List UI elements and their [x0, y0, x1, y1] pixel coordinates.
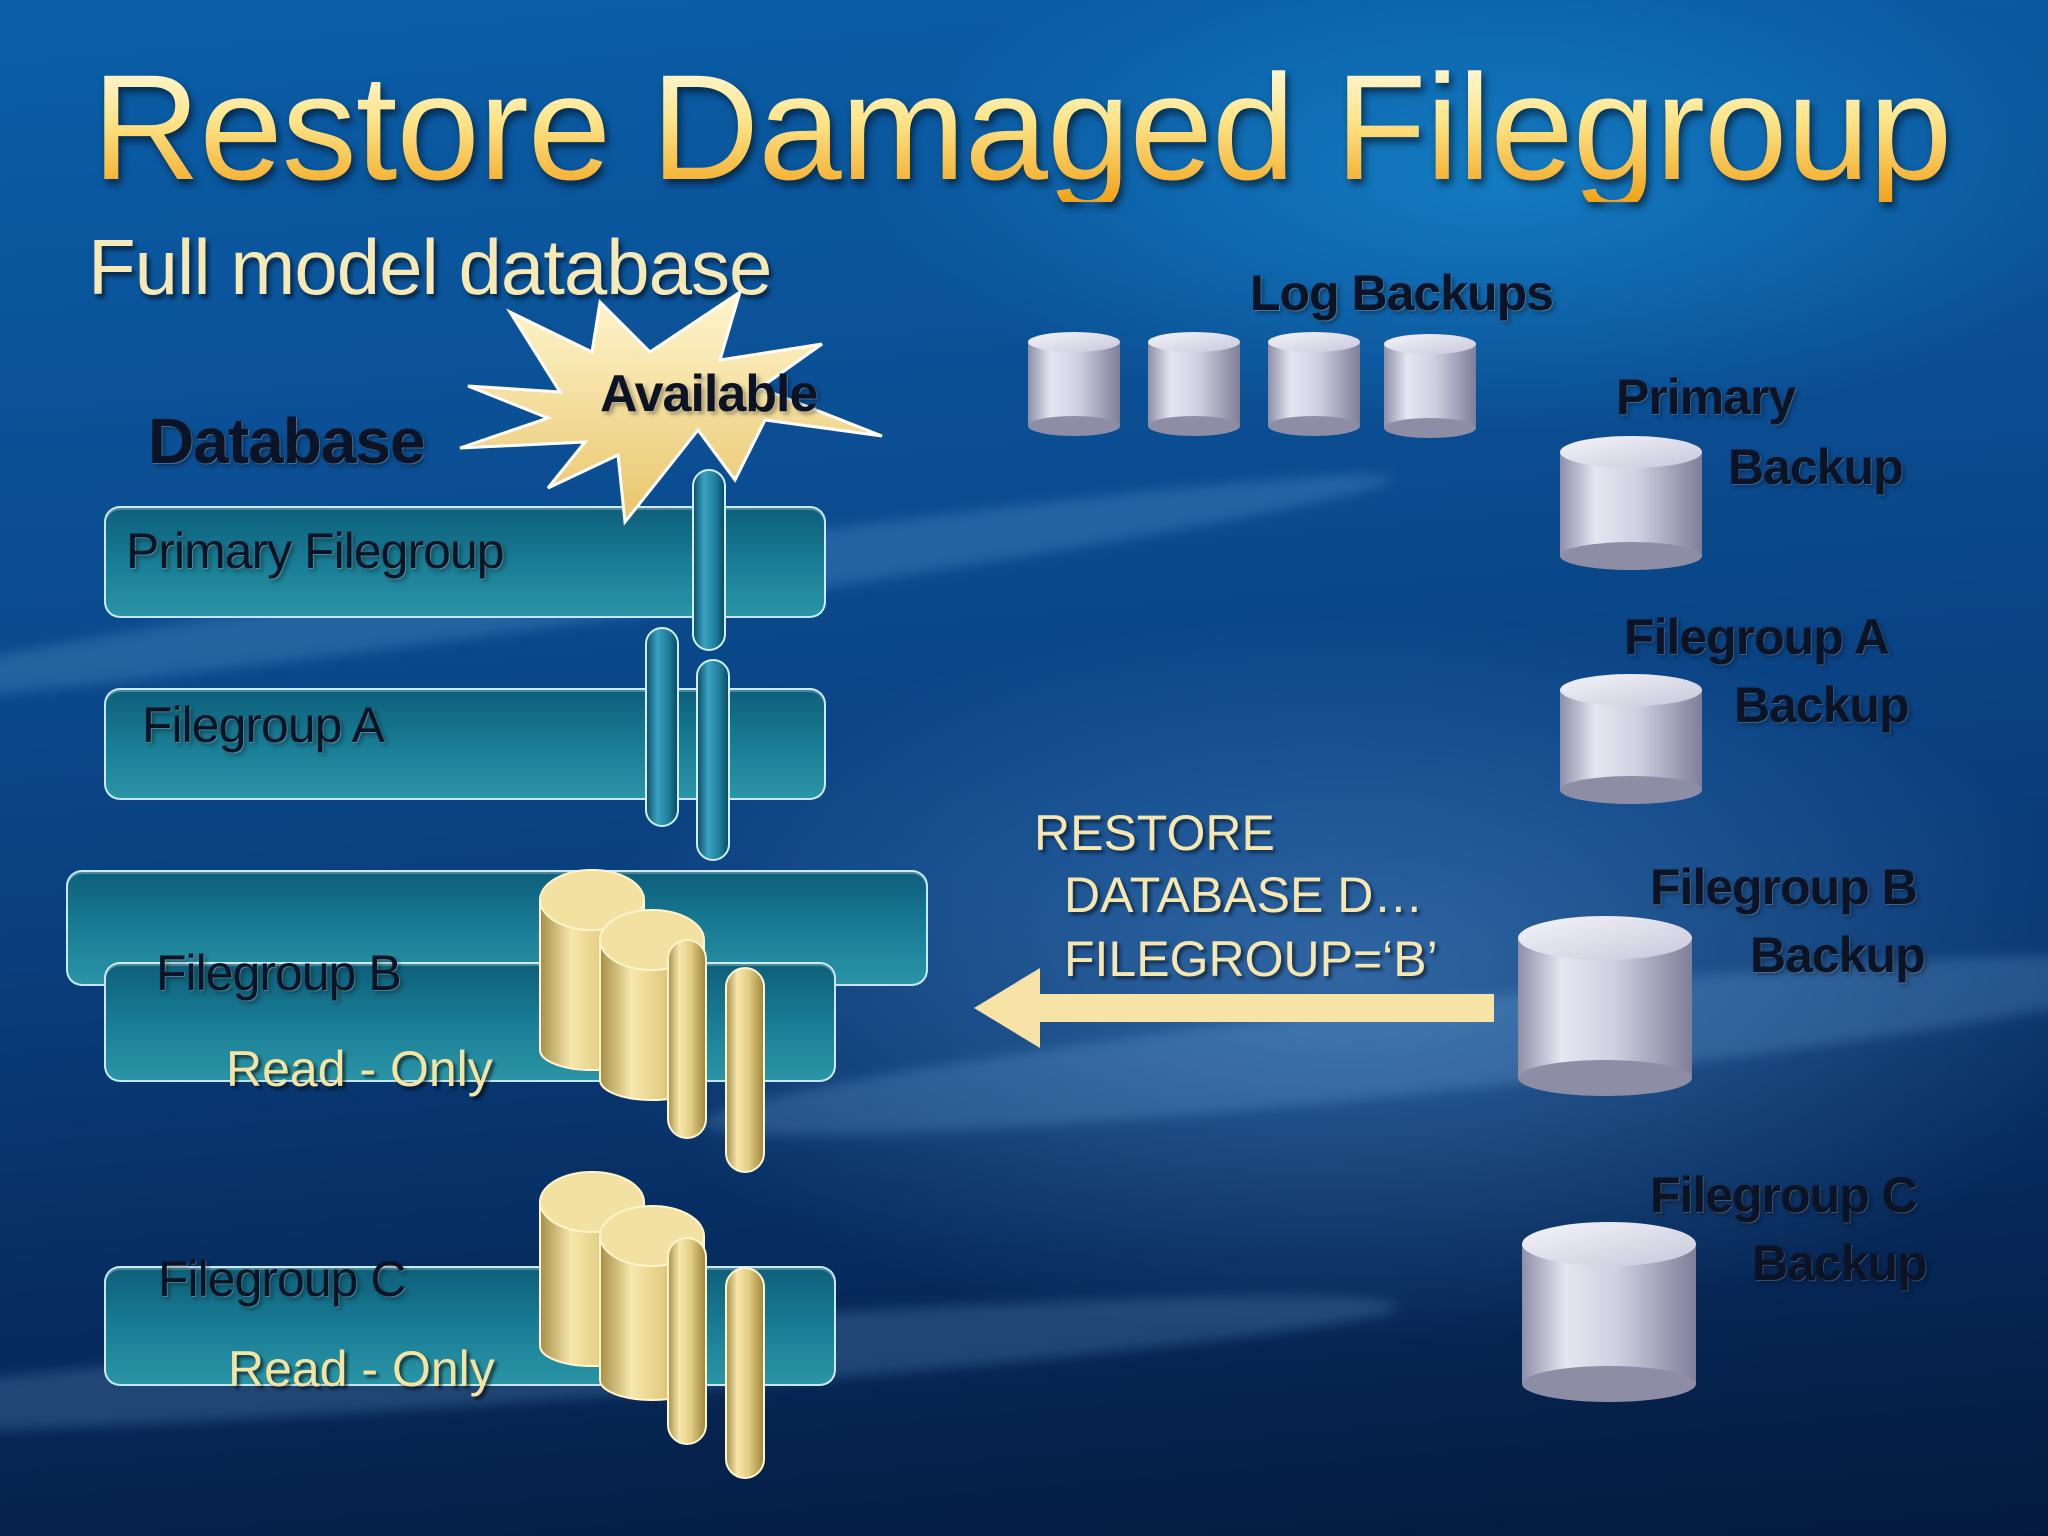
filegroup-c-backup-cylinder: [1522, 1222, 1696, 1402]
filegroup-a-label: Filegroup A: [142, 697, 385, 753]
filegroup-c-backup-label-line1: Filegroup C: [1650, 1167, 1918, 1223]
restore-command-line2: DATABASE D…: [1064, 867, 1424, 923]
restore-command-line1: RESTORE: [1034, 805, 1275, 861]
filegroup-b-backup-label-line1: Filegroup B: [1650, 859, 1918, 915]
slide-title: Restore Damaged Filegroup: [92, 43, 1952, 211]
restore-command-line3: FILEGROUP=‘B’: [1064, 931, 1438, 987]
filegroup-c-read-only-label: Read - Only: [228, 1341, 495, 1397]
restore-arrow: [974, 968, 1494, 1048]
filegroup-b-backup-label-line2: Backup: [1750, 927, 1926, 983]
filegroup-c-backup-label-line2: Backup: [1752, 1235, 1928, 1291]
filegroup-c-file-icon: [539, 1171, 765, 1479]
filegroup-b-read-only-label: Read - Only: [226, 1041, 493, 1097]
slide-subtitle: Full model database: [88, 223, 772, 311]
available-starburst: [459, 288, 883, 526]
filegroup-b-bar: [104, 962, 836, 1082]
log-backup-cylinders: [1028, 332, 1476, 438]
filegroup-a-backup-cylinder: [1560, 674, 1702, 804]
filegroup-b-file-icon: [539, 869, 765, 1173]
database-label: Database: [148, 405, 426, 477]
filegroup-c-label: Filegroup C: [158, 1251, 406, 1307]
filegroup-c-bar: [104, 1266, 836, 1386]
filegroup-b-label: Filegroup B: [156, 945, 402, 1001]
available-label: Available: [600, 365, 818, 423]
log-backups-label: Log Backups: [1250, 265, 1554, 321]
primary-backup-cylinder: [1560, 436, 1702, 570]
primary-backup-label-line2: Backup: [1728, 439, 1904, 495]
primary-backup-label-line1: Primary: [1616, 369, 1796, 425]
primary-filegroup-label: Primary Filegroup: [126, 523, 505, 579]
filegroup-a-backup-label-line1: Filegroup A: [1624, 609, 1890, 665]
filegroup-a-file-icon: [645, 627, 730, 861]
filegroup-a-backup-label-line2: Backup: [1734, 677, 1910, 733]
filegroup-b-backup-cylinder: [1518, 916, 1692, 1096]
primary-filegroup-file-icon: [692, 469, 726, 651]
